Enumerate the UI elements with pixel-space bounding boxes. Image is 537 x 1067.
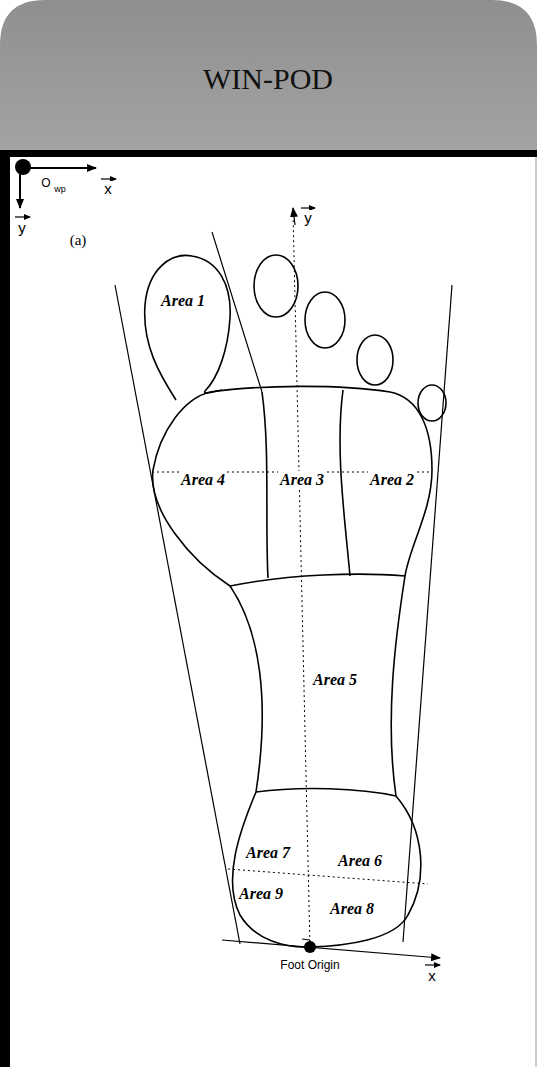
area-label: Area 8: [328, 900, 376, 918]
tangent-lines: [115, 232, 452, 944]
area-label: Area 6: [336, 852, 384, 870]
area-label: Area 7: [244, 844, 292, 862]
area-label: Area 4: [179, 471, 227, 489]
window-axes: [15, 159, 116, 217]
foot-outline: [145, 255, 446, 947]
area-label: Area 5: [311, 671, 359, 689]
area-label: Area 2: [368, 471, 416, 489]
origin-caption: Foot Origin: [280, 959, 339, 972]
area-label: Area 9: [237, 885, 285, 903]
foot-origin-dot: [304, 941, 316, 953]
area-label: Area 1: [159, 292, 207, 310]
header-title: WIN-POD: [203, 62, 333, 95]
header-band: [0, 0, 537, 150]
right-border: [536, 157, 537, 1067]
panel-label: (a): [70, 232, 87, 249]
axis-label: y: [303, 210, 313, 227]
origin-label: O: [41, 177, 50, 190]
header-rule: [0, 150, 537, 157]
axis-label: x: [427, 968, 437, 985]
axis-label: x: [103, 181, 113, 198]
dotted-dividers: [152, 472, 432, 884]
axis-label: y: [17, 220, 27, 237]
foot-axes: [222, 208, 440, 965]
area-label: Area 3: [278, 471, 326, 489]
left-border: [0, 150, 10, 1067]
origin-subscript: wp: [54, 185, 66, 195]
